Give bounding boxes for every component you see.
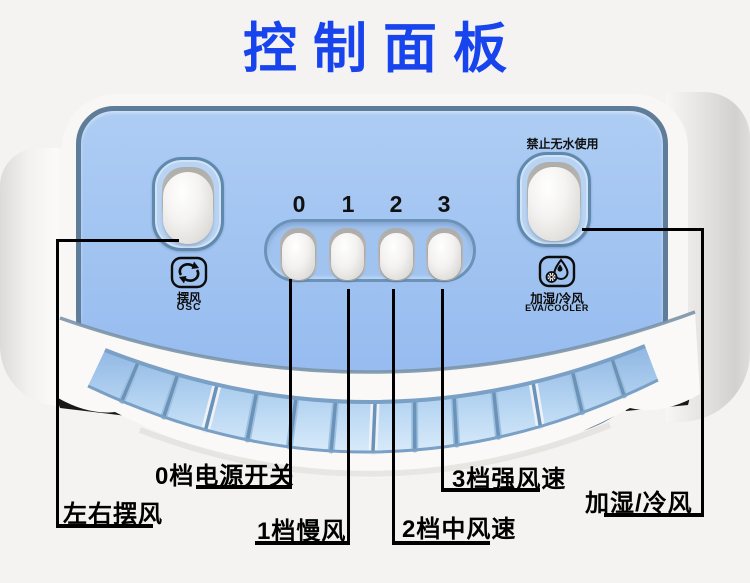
gear1-callout-label: 1档慢风 bbox=[257, 518, 347, 545]
swing-callout-line-v bbox=[56, 239, 59, 528]
speed-button-1-cap[interactable] bbox=[331, 233, 364, 280]
speed-number-1: 1 bbox=[341, 191, 355, 217]
eva-label-cn: 加湿/冷风 bbox=[530, 292, 584, 306]
gear2-callout-label: 2档中风速 bbox=[402, 516, 517, 543]
eva-cooler-knob[interactable] bbox=[517, 152, 591, 247]
eva-label-en: EVA/COOLER bbox=[525, 303, 589, 313]
speed-number-0: 0 bbox=[292, 191, 306, 217]
humidify-callout-line-v bbox=[701, 228, 704, 517]
speed-button-3[interactable] bbox=[426, 228, 463, 281]
speed-number-2: 2 bbox=[389, 191, 403, 217]
gear3-callout-underline bbox=[441, 488, 540, 492]
humidify-callout-label: 加湿/冷风 bbox=[585, 490, 693, 517]
swing-callout-line-h bbox=[56, 239, 179, 242]
gear3-callout-label: 3档强风速 bbox=[452, 466, 567, 493]
speed-button-1[interactable] bbox=[329, 228, 366, 281]
speed-button-0[interactable] bbox=[280, 228, 317, 281]
oscillation-icon bbox=[170, 256, 208, 289]
osc-label-cn: 摆风 bbox=[176, 291, 201, 305]
speed-button-2-cap[interactable] bbox=[380, 233, 413, 280]
speed-button-2[interactable] bbox=[378, 228, 415, 281]
osc-label-en: OSC bbox=[176, 302, 202, 313]
osc-knob-cap[interactable] bbox=[163, 172, 213, 244]
swing-callout-label: 左右摆风 bbox=[63, 501, 163, 528]
gear2-callout-underline bbox=[392, 541, 490, 545]
gear0-callout-underline bbox=[196, 485, 292, 489]
humidify-callout-line-h bbox=[582, 228, 704, 231]
page-title: 控制面板 bbox=[243, 19, 523, 79]
humidify-cool-icon bbox=[538, 255, 576, 288]
gear1-callout-line-v bbox=[347, 289, 350, 545]
gear0-callout-label: 0档电源开关 bbox=[155, 463, 295, 490]
speed-button-3-cap[interactable] bbox=[428, 233, 461, 280]
speed-button-0-cap[interactable] bbox=[282, 233, 315, 280]
no-water-warning-label: 禁止无水使用 bbox=[526, 137, 599, 151]
speed-number-3: 3 bbox=[437, 191, 451, 217]
gear2-callout-line-v bbox=[392, 289, 395, 545]
swing-callout-underline bbox=[56, 524, 153, 528]
humidify-callout-underline bbox=[604, 513, 704, 517]
eva-cooler-knob-cap[interactable] bbox=[528, 167, 580, 241]
osc-knob[interactable] bbox=[152, 157, 224, 251]
gear1-callout-underline bbox=[255, 541, 350, 545]
gear3-callout-line-v bbox=[441, 289, 444, 492]
